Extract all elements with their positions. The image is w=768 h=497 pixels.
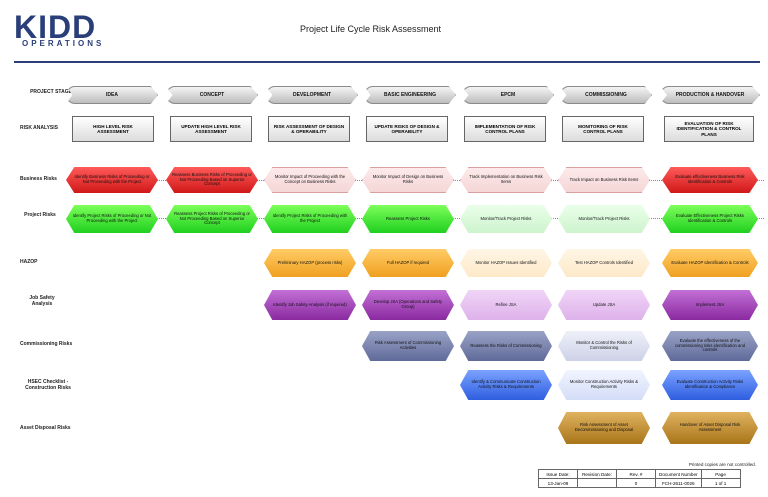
jsa-development: Identify Job Safety Analysis (if require… <box>264 290 356 320</box>
row-label-project-risks: Project Risks <box>24 212 56 218</box>
hazop-epcm: Monitor HAZOP Issues Identified <box>460 249 552 277</box>
issue-date-value: 13-Jan-09 <box>538 478 578 488</box>
row-label-hazop: HAZOP <box>20 259 38 265</box>
commissioning-commissioning: Monitor & Control the Risks of Commissio… <box>558 331 650 361</box>
row-label-project-stage: PROJECT STAGE <box>30 89 72 95</box>
project-risk-epcm: Monitor/Track Project Risks <box>460 205 552 233</box>
business-risk-epcm: Track Implementation on Business Risk It… <box>460 167 552 193</box>
project-risk-production: Evaluate Effectiveness Project Risks Ide… <box>662 205 758 233</box>
document-number-label: Document Number <box>655 469 702 479</box>
hsec-epcm: Identify & Communicate Construction Acti… <box>460 370 552 400</box>
stage-production-handover: PRODUCTION & HANDOVER <box>660 86 760 104</box>
jsa-commissioning: Update JSA <box>558 290 650 320</box>
revision-date-label: Revision Date: <box>577 469 617 479</box>
commissioning-epcm: Reassess the Risks of Commissioning <box>460 331 552 361</box>
business-risk-idea: Identify Business Risks of Proceeding or… <box>66 167 158 193</box>
asset-disposal-commissioning: Risk Assessment of Asset Decommissioning… <box>558 412 650 444</box>
header-rule <box>14 61 760 63</box>
document-control-table: Issue Date: Revision Date: Rev. # Docume… <box>538 469 741 488</box>
project-risk-basic-engineering: Reassess Project Risks <box>362 205 454 233</box>
project-risk-development: Identify Project Risks of Proceeding wit… <box>264 205 356 233</box>
stage-concept: CONCEPT <box>166 86 258 104</box>
stage-idea: IDEA <box>66 86 158 104</box>
hazop-production: Evaluate HAZOP Identification & Controls <box>662 249 758 277</box>
jsa-production: Implement JSA <box>662 290 758 320</box>
stage-commissioning: COMMISSIONING <box>560 86 652 104</box>
revision-number-label: Rev. # <box>616 469 656 479</box>
row-label-risk-analysis: RISK ANALYSIS <box>20 125 58 131</box>
asset-disposal-production: Handover of Asset Disposal Risk Assessme… <box>662 412 758 444</box>
stage-development: DEVELOPMENT <box>266 86 358 104</box>
risk-analysis-idea: HIGH LEVEL RISK ASSESSMENT <box>72 116 154 142</box>
jsa-basic-engineering: Develop JSA (Operations and Safety Group… <box>362 290 454 320</box>
risk-analysis-basic-engineering: UPDATE RISKS OF DESIGN & OPERABILITY <box>366 116 448 142</box>
page-label: Page <box>700 469 741 479</box>
business-risk-commissioning: Track Impact on Business Risk Items <box>558 167 650 193</box>
business-risk-basic-engineering: Monitor Impact of Design on Business Ris… <box>362 167 454 193</box>
issue-date-label: Issue Date: <box>538 469 578 479</box>
project-risk-idea: Identify Project Risks of Proceeding or … <box>66 205 158 233</box>
page-title: Project Life Cycle Risk Assessment <box>300 24 442 34</box>
printed-copies-note: Printed copies are not controlled. <box>688 462 756 467</box>
stage-epcm: EPCM <box>462 86 554 104</box>
row-label-asset-disposal: Asset Disposal Risks <box>20 425 71 431</box>
row-label-commissioning: Commissioning Risks <box>20 341 73 347</box>
document-number-value: FCH-2611-0026 <box>655 478 702 488</box>
revision-number-value: 0 <box>616 478 656 488</box>
row-label-business-risks: Business Risks <box>20 176 57 182</box>
hsec-commissioning: Monitor Construction Activity Risks & Re… <box>558 370 650 400</box>
jsa-epcm: Refine JSA <box>460 290 552 320</box>
risk-analysis-production: EVALUATION OF RISK IDENTIFICATION & CONT… <box>664 116 754 142</box>
row-label-hsec: HSEC Checklist - Construction Risks <box>25 379 71 391</box>
risk-analysis-concept: UPDATE HIGH LEVEL RISK ASSESSMENT <box>170 116 252 142</box>
business-risk-concept: Reassess Business Risks of Proceeding or… <box>166 167 258 193</box>
logo-subtitle: OPERATIONS <box>22 39 105 48</box>
hazop-commissioning: Test HAZOP Controls Identified <box>558 249 650 277</box>
business-risk-production: Evaluate effectiveness Business Risk Ide… <box>662 167 758 193</box>
stage-basic-engineering: BASIC ENGINEERING <box>364 86 456 104</box>
page-value: 1 of 1 <box>700 478 741 488</box>
row-label-job-safety: Job Safety Analysis <box>29 295 55 307</box>
hazop-basic-engineering: Full HAZOP if required <box>362 249 454 277</box>
risk-analysis-epcm: IMPLEMENTATION OF RISK CONTROL PLANS <box>464 116 546 142</box>
business-risk-development: Monitor Impact of Proceeding with the Co… <box>264 167 356 193</box>
svg-text:KIDD: KIDD <box>14 9 96 45</box>
risk-analysis-development: RISK ASSESSMENT OF DESIGN & OPERABILITY <box>268 116 350 142</box>
hsec-production: Evaluate Construction Activity Risks Ide… <box>662 370 758 400</box>
kidd-logo: KIDD <box>14 9 96 45</box>
commissioning-production: Evaluate the effectiveness of the commis… <box>662 331 758 361</box>
project-risk-commissioning: Monitor/Track Project Risks <box>558 205 650 233</box>
commissioning-basic-engineering: Risk Assessment of Commissioning Activit… <box>362 331 454 361</box>
hazop-development: Preliminary HAZOP (process risks) <box>264 249 356 277</box>
revision-date-value <box>577 478 617 488</box>
risk-analysis-commissioning: MONITORING OF RISK CONTROL PLANS <box>562 116 644 142</box>
project-risk-concept: Reassess Project Risks of Proceeding or … <box>166 205 258 233</box>
